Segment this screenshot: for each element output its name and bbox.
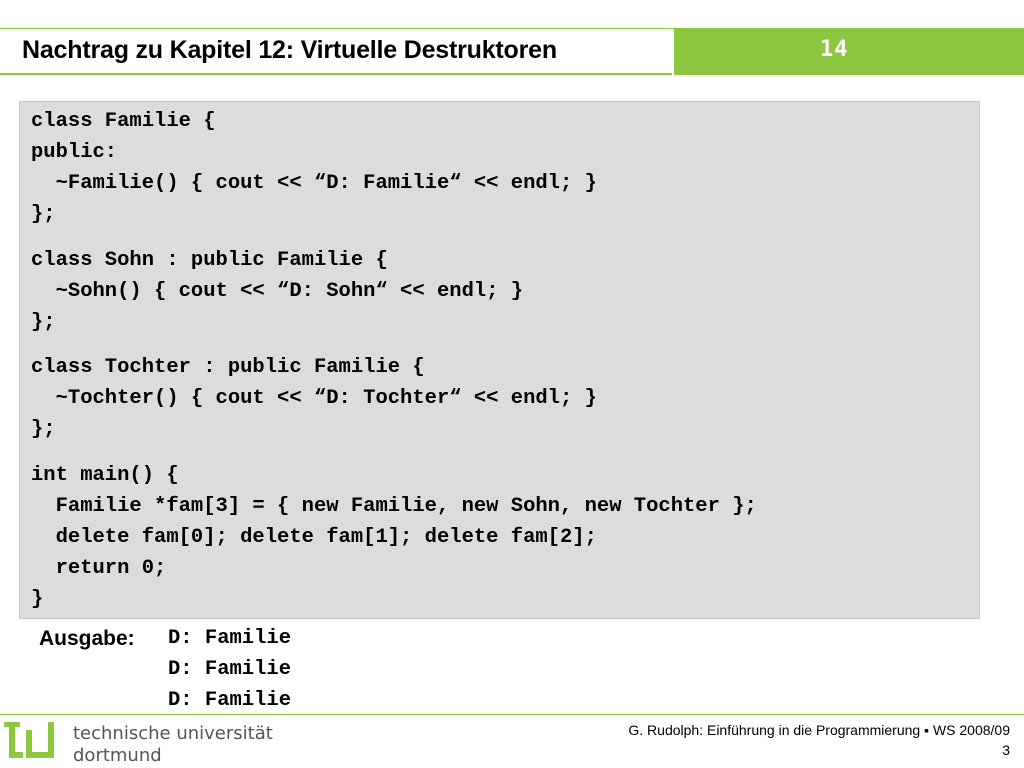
slide-number: 14 [820, 37, 849, 62]
code-line: public: [31, 141, 118, 164]
code-line: class Sohn : public Familie { [31, 249, 388, 272]
code-line: int main() { [31, 464, 179, 487]
code-line: ~Tochter() { cout << “D: Tochter“ << end… [31, 387, 597, 410]
code-block [19, 101, 980, 619]
tu-logo-icon [4, 722, 54, 758]
output-line: D: Familie [168, 627, 292, 650]
code-line: }; [31, 203, 56, 226]
output-line: D: Familie [168, 689, 292, 712]
code-line: }; [31, 418, 56, 441]
footer-credit: G. Rudolph: Einführung in die Programmie… [628, 722, 1010, 738]
output-line: D: Familie [168, 658, 292, 681]
footer-page-number: 3 [1002, 742, 1010, 758]
code-line: }; [31, 311, 56, 334]
code-line: Familie *fam[3] = { new Familie, new Soh… [31, 495, 757, 518]
slide-title: Nachtrag zu Kapitel 12: Virtuelle Destru… [22, 36, 557, 64]
code-line: ~Sohn() { cout << “D: Sohn“ << endl; } [31, 280, 524, 303]
code-line: delete fam[0]; delete fam[1]; delete fam… [31, 526, 597, 549]
code-line: class Familie { [31, 110, 216, 133]
header-accent-band [674, 29, 1024, 75]
footer-rule [0, 714, 1024, 715]
code-line: ~Familie() { cout << “D: Familie“ << end… [31, 172, 597, 195]
code-line: class Tochter : public Familie { [31, 356, 425, 379]
code-line: return 0; [31, 557, 167, 580]
title-bar [0, 29, 672, 75]
university-name-line1: technische universität [73, 723, 273, 744]
code-line: } [31, 588, 44, 611]
university-name-line2: dortmund [73, 745, 162, 766]
header-top-rule [0, 28, 1024, 29]
output-label: Ausgabe: [39, 627, 135, 650]
